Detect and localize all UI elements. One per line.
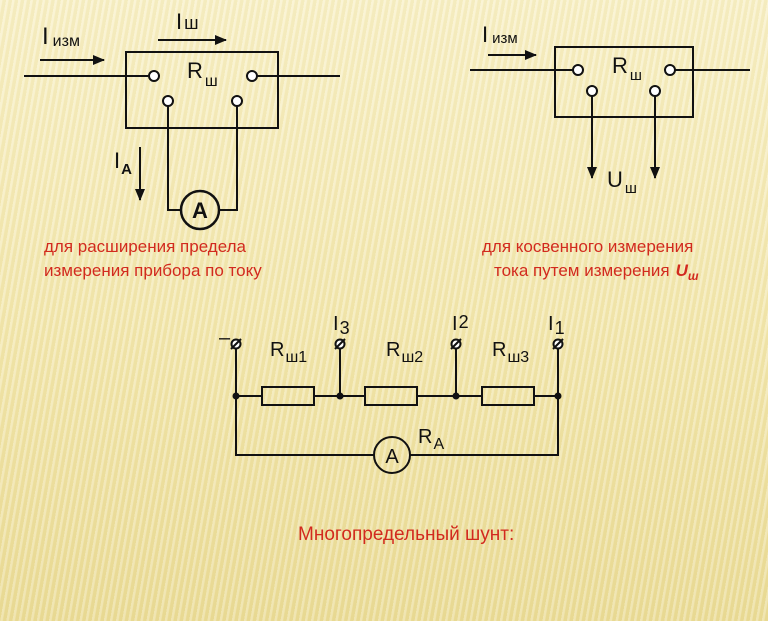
bottom-ammeter-symbol: A [385,446,399,468]
resistor-r3-label: Rш3 [492,339,529,366]
right-shunt-box [554,46,694,118]
resistor-r2-label: Rш2 [386,339,423,366]
right-terminal-in [572,64,584,76]
terminal-i1-label: I1 [548,313,565,338]
left-caption-line1: для расширения предела [44,237,247,256]
right-caption-line1: для косвенного измерения [482,237,693,256]
right-terminal-pot-2 [649,85,661,97]
left-ammeter [179,189,221,231]
meter-loop-left [235,396,374,456]
right-terminal-pot-1 [586,85,598,97]
left-caption-line2: измерения прибора по току [44,261,262,280]
right-shunt-circuit [470,46,750,179]
left-meter-wire-right [220,106,238,211]
left-terminal-pot-1 [162,95,174,107]
multirange-shunt-title: Многопредельный шунт: [298,524,514,545]
multirange-shunt-circuit [230,338,564,474]
junction-dots [232,392,562,400]
minus-label: – [219,327,231,349]
resistor-r1-label: Rш1 [270,339,307,366]
right-terminal-out [664,64,676,76]
terminal-i3-label: I3 [333,313,350,338]
terminal-i2-label: I2 [452,312,469,335]
resistor-r2 [364,386,418,406]
meter-loop-right [410,396,559,456]
ra-label: RA [418,426,444,453]
left-shunt-box [125,51,279,129]
left-terminal-pot-2 [231,95,243,107]
bottom-ammeter [373,436,411,474]
left-ammeter-symbol: A [192,198,208,223]
left-shunt-circuit [24,35,340,231]
left-iammeter-label: IA [114,148,132,178]
resistor-r3 [481,386,535,406]
left-terminal-out [246,70,258,82]
left-terminal-in [148,70,160,82]
left-meter-wire-left [167,106,180,211]
resistor-r1 [261,386,315,406]
